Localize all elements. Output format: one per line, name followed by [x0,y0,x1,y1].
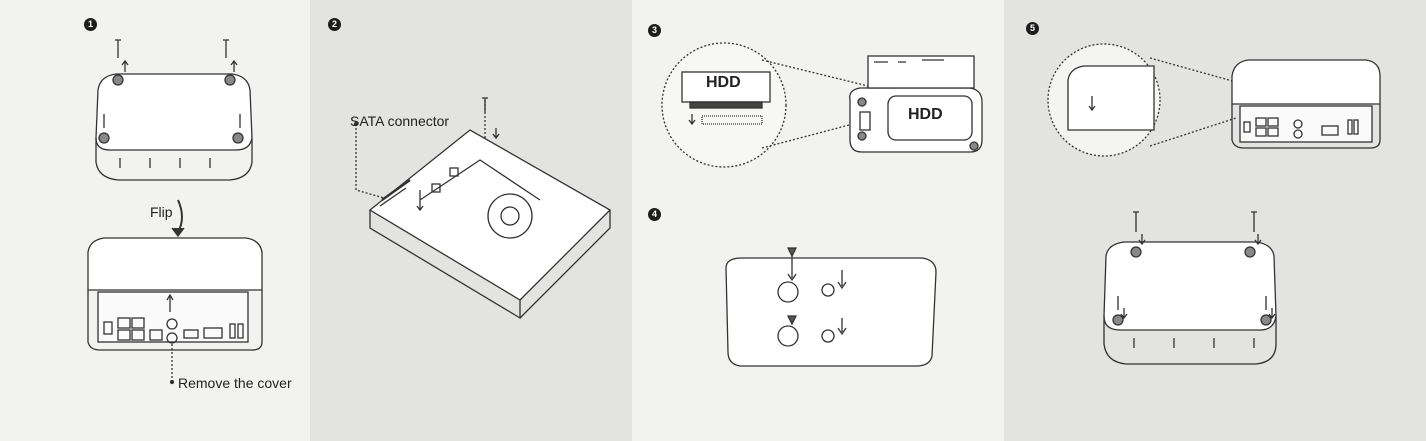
step-number-5: 5 [1026,22,1039,35]
remove-cover-label: Remove the cover [178,375,292,391]
flip-label: Flip [150,204,173,220]
hdd-zoom-label: HDD [706,74,741,91]
hdd-bay-label: HDD [908,106,943,123]
panel-step-3-4: 3 4 [632,0,1004,441]
step-number-1: 1 [84,18,97,31]
step-number-3: 3 [648,24,661,37]
nvr-flip-illustration [87,39,263,385]
cover-reinstall-illustration [1047,43,1381,365]
hdd-install-illustration [661,42,983,367]
panel-step-5: 5 [1004,0,1426,441]
step-number-2: 2 [328,18,341,31]
step-number-4: 4 [648,208,661,221]
panel-step-1: 1 [0,0,310,441]
panel-step-2: 2 SATA connector [310,0,632,441]
hdd-sata-illustration [353,97,612,320]
sata-connector-label: SATA connector [350,113,450,129]
